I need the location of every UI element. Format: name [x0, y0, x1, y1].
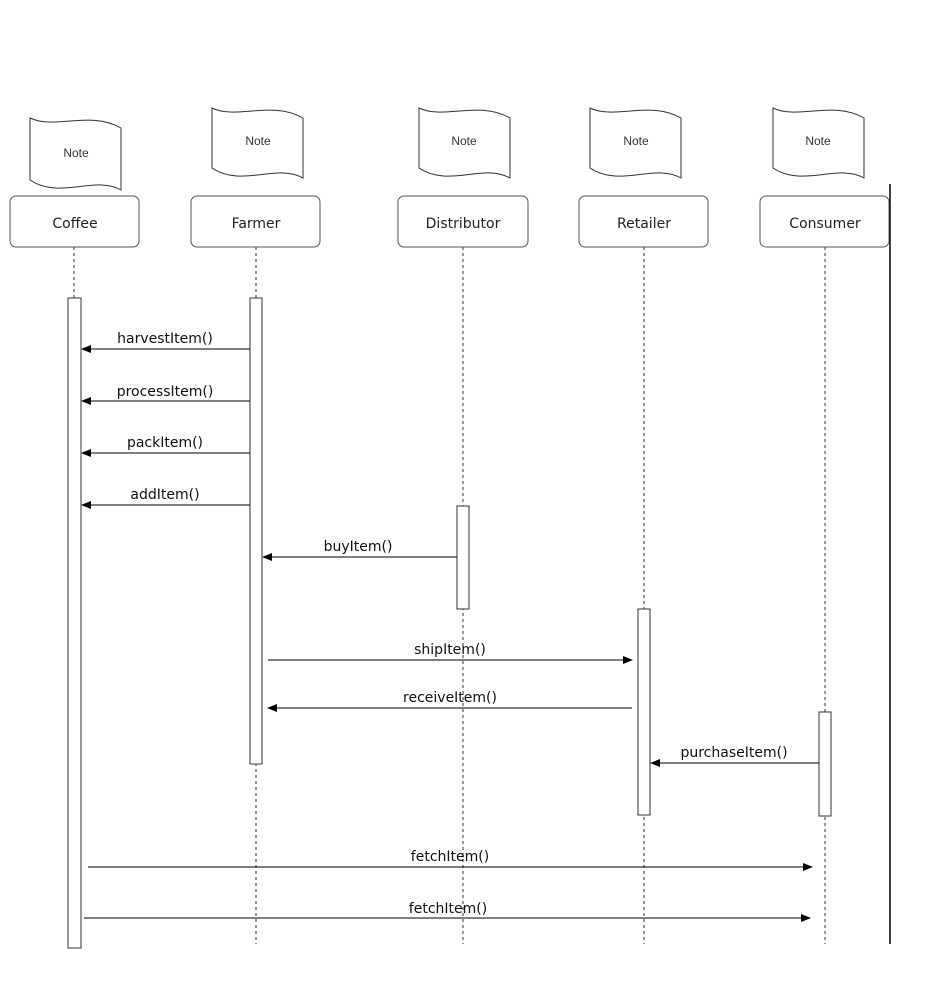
participant-consumer: Consumer — [759, 195, 890, 248]
message-pack-item-label: packItem() — [127, 435, 203, 451]
note-coffee: Note — [29, 117, 122, 191]
participant-distributor-label: Distributor — [426, 216, 501, 232]
participant-coffee: Coffee — [9, 195, 140, 248]
note-retailer-label: Note — [623, 134, 649, 148]
participant-retailer-label: Retailer — [617, 216, 671, 232]
participant-farmer-label: Farmer — [232, 216, 281, 232]
message-harvest-item-label: harvestItem() — [117, 331, 213, 347]
message-ship-item-label: shipItem() — [414, 642, 486, 658]
message-process-item-label: processItem() — [117, 384, 214, 400]
message-buy-item: buyItem() — [262, 539, 457, 561]
message-ship-item: shipItem() — [268, 642, 633, 664]
participant-retailer: Retailer — [578, 195, 709, 248]
activation-farmer — [249, 297, 263, 765]
message-fetch-item-2: fetchItem() — [84, 901, 811, 922]
note-farmer: Note — [211, 107, 304, 179]
note-consumer-label: Note — [805, 134, 831, 148]
message-pack-item: packItem() — [81, 435, 250, 457]
message-fetch-item-2-label: fetchItem() — [409, 901, 487, 917]
note-retailer: Note — [589, 107, 682, 179]
message-purchase-item: purchaseItem() — [650, 745, 819, 767]
note-distributor: Note — [418, 107, 511, 179]
message-process-item: processItem() — [81, 384, 250, 405]
note-consumer: Note — [772, 107, 865, 179]
activation-consumer — [818, 711, 832, 817]
participant-farmer: Farmer — [190, 195, 321, 248]
message-fetch-item-1-label: fetchItem() — [411, 849, 489, 865]
note-farmer-label: Note — [245, 134, 271, 148]
note-coffee-label: Note — [63, 146, 89, 160]
participant-distributor: Distributor — [397, 195, 529, 248]
note-distributor-label: Note — [451, 134, 477, 148]
message-harvest-item: harvestItem() — [81, 331, 250, 353]
message-purchase-item-label: purchaseItem() — [680, 745, 787, 761]
message-buy-item-label: buyItem() — [324, 539, 393, 555]
message-add-item-label: addItem() — [130, 487, 199, 503]
message-receive-item: receiveItem() — [267, 690, 632, 712]
participant-consumer-label: Consumer — [789, 216, 861, 232]
activation-coffee — [67, 297, 82, 949]
message-add-item: addItem() — [81, 487, 250, 509]
message-fetch-item-1: fetchItem() — [88, 849, 813, 871]
message-receive-item-label: receiveItem() — [403, 690, 497, 706]
activation-retailer — [637, 608, 651, 816]
participant-coffee-label: Coffee — [52, 216, 97, 232]
activation-distributor — [456, 505, 470, 610]
